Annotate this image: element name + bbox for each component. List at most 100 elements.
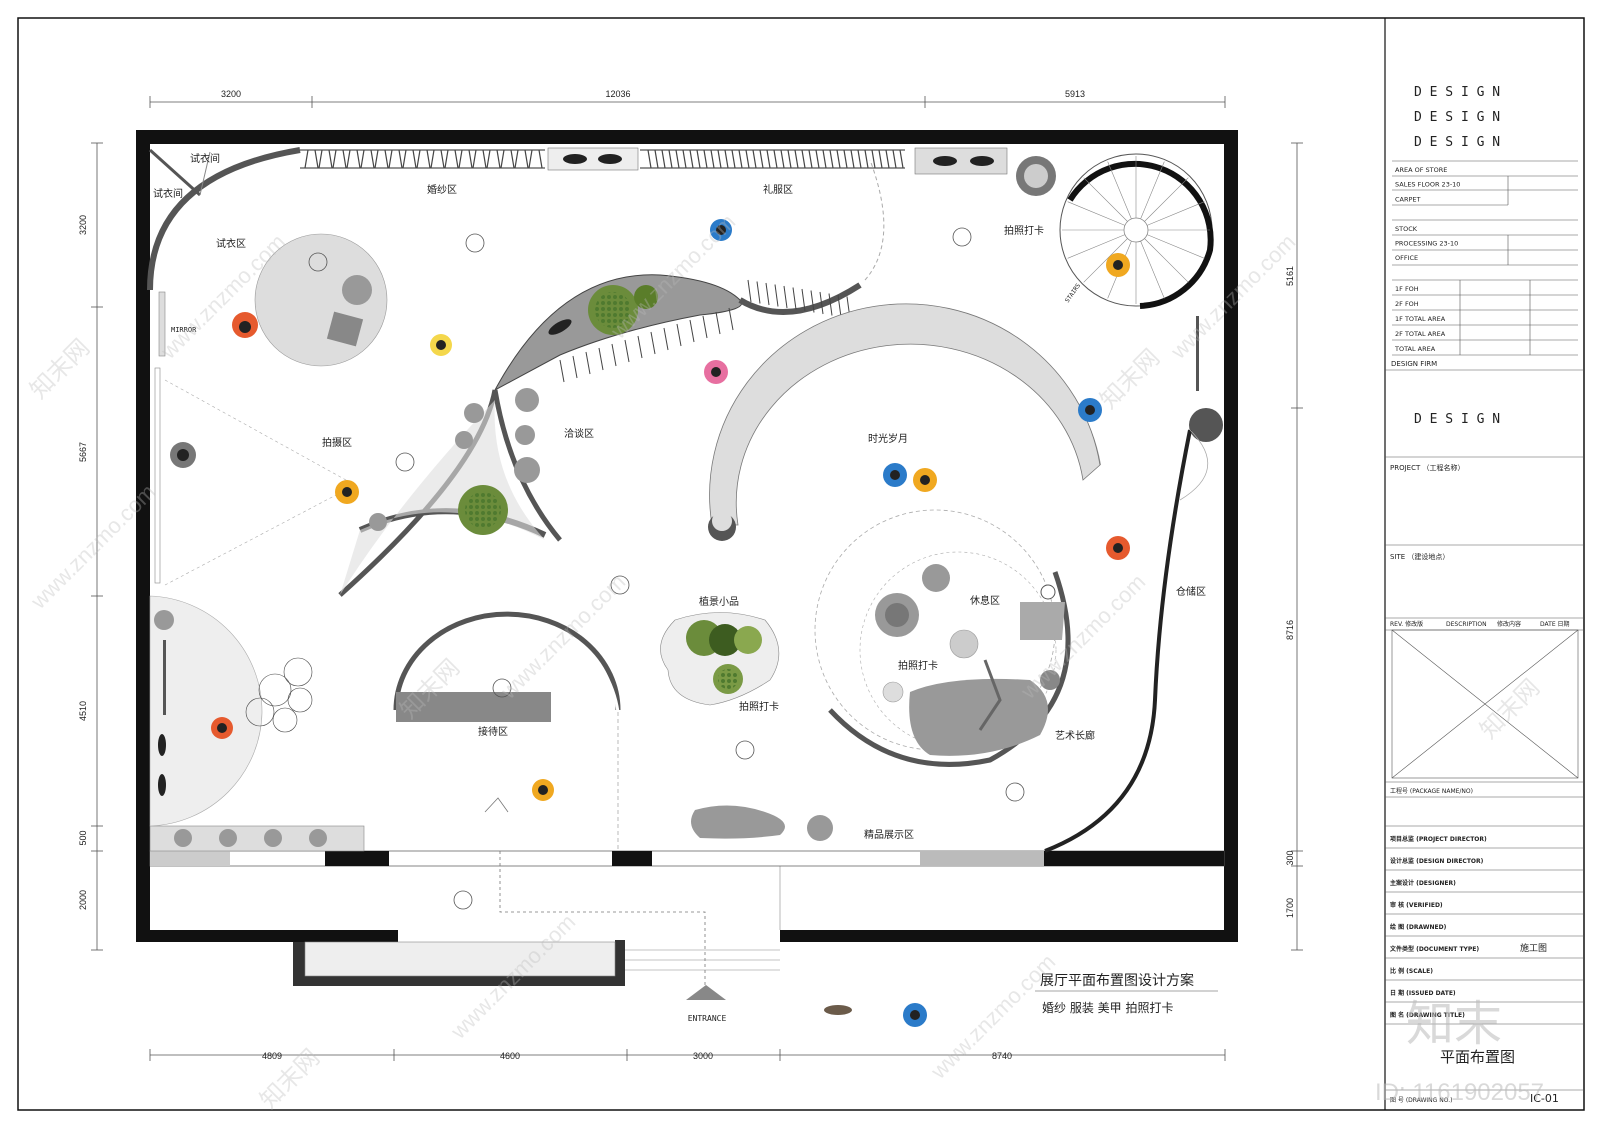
sheet-frame — [17, 17, 1585, 1111]
person-icon — [1078, 398, 1102, 422]
person-icon — [883, 463, 907, 487]
dim-left-1: 3200 — [78, 215, 88, 235]
zone-photo-top: 拍照打卡 — [1004, 224, 1044, 237]
people-figures — [170, 219, 1130, 1027]
person-icon — [1106, 253, 1130, 277]
dim-left-4: 500 — [78, 830, 88, 845]
zone-fitting-room-2: 试衣间 — [153, 187, 183, 200]
dog-icon — [824, 1005, 852, 1015]
drawing-title-block: 展厅平面布置图设计方案 婚纱 服装 美甲 拍照打卡 — [1035, 972, 1218, 1015]
dim-left-2: 5667 — [78, 442, 88, 462]
hangers-top-right — [647, 149, 904, 169]
watermark-logo: 知末 — [1406, 998, 1502, 1051]
zone-fitting: 试衣区 — [216, 237, 246, 250]
rev-header-2: DESCRIPTION — [1446, 621, 1487, 628]
rest-area — [814, 509, 1071, 767]
mirror — [158, 291, 166, 357]
watermark-site: www.znzmo.com — [925, 949, 1060, 1084]
drawing-title: 展厅平面布置图设计方案 — [1040, 972, 1194, 989]
time-arc-display — [708, 303, 1101, 541]
title-block-row-label: 项目总监 (PROJECT DIRECTOR) — [1390, 835, 1487, 843]
storage-partition — [1044, 316, 1223, 853]
rev-header-3: 修改内容 — [1497, 620, 1521, 628]
rev-header-1: REV. 修改版 — [1390, 620, 1423, 628]
dim-right-2: 8716 — [1285, 620, 1295, 640]
zone-time: 时光岁月 — [868, 432, 908, 445]
design-logo: D E S I G N — [1414, 412, 1500, 427]
area-row-label: STOCK — [1395, 225, 1418, 233]
area-row-label: OFFICE — [1395, 254, 1418, 262]
dim-top-1: 3200 — [221, 89, 241, 99]
dim-top-3: 5913 — [1065, 89, 1085, 99]
dimension-lines — [91, 96, 1303, 1061]
watermark-id: ID: 1161902057 — [1375, 1079, 1544, 1106]
design-line-2: D E S I G N — [1414, 110, 1500, 125]
title-block-row-value: 施工图 — [1520, 942, 1547, 954]
spiral-staircase — [1016, 153, 1214, 309]
reception-desk — [393, 611, 706, 1000]
site-label: SITE （建设地点） — [1390, 552, 1449, 561]
dim-right-3: 300 — [1285, 850, 1295, 865]
zone-landscape: 植景小品 — [699, 595, 739, 608]
zone-dress: 礼服区 — [763, 183, 793, 196]
package-label: 工程号 (PACKAGE NAME/NO) — [1390, 787, 1473, 795]
zone-shooting: 拍摄区 — [322, 436, 352, 449]
dim-left-3: 4510 — [78, 701, 88, 721]
zone-boutique: 精品展示区 — [864, 828, 914, 841]
total-row-label: 2F TOTAL AREA — [1395, 330, 1446, 338]
dim-left-5: 2000 — [78, 890, 88, 910]
area-row-label: SALES FLOOR 23-10 — [1395, 181, 1460, 189]
entrance-label: ENTRANCE — [688, 1014, 727, 1023]
person-icon — [532, 779, 554, 801]
fitting-rooms — [147, 147, 388, 584]
dim-bottom-4: 8740 — [992, 1051, 1012, 1061]
zone-photo-mid: 拍照打卡 — [739, 700, 779, 713]
mirror-label: MIRROR — [171, 326, 197, 334]
zone-rest: 休息区 — [970, 594, 1000, 607]
person-outline-icon — [308, 227, 1025, 910]
zone-reception: 接待区 — [478, 725, 508, 738]
zone-wedding: 婚纱区 — [427, 183, 457, 196]
person-icon — [232, 312, 258, 338]
landscape-feature — [660, 612, 833, 841]
dim-right-1: 5161 — [1285, 266, 1295, 286]
zone-negotiation: 洽谈区 — [564, 427, 594, 440]
dim-right-4: 1700 — [1285, 898, 1295, 918]
person-icon — [903, 1003, 927, 1027]
zone-fitting-room-1: 试衣间 — [190, 152, 220, 165]
design-line-3: D E S I G N — [1414, 135, 1500, 150]
total-row-label: 1F FOH — [1395, 285, 1419, 293]
design-firm-label: DESIGN FIRM — [1391, 360, 1437, 368]
title-block-row-label: 比 例 (SCALE) — [1390, 967, 1433, 975]
drawing-no: IC-01 — [1530, 1092, 1559, 1105]
dim-bottom-2: 4600 — [500, 1051, 520, 1061]
dim-bottom-3: 3000 — [693, 1051, 713, 1061]
person-icon — [710, 219, 732, 241]
title-block-row-label: 绘 图 (DRAWNED) — [1390, 923, 1447, 931]
person-icon — [211, 717, 233, 739]
dim-top-2: 12036 — [605, 89, 630, 99]
person-icon — [170, 442, 196, 468]
zone-photo-rest: 拍照打卡 — [898, 659, 938, 672]
hangers-curved — [559, 279, 851, 383]
dimension-labels: 3200 12036 5913 4809 4600 3000 8740 3200… — [78, 89, 1295, 1061]
hangers-top-left — [304, 149, 543, 169]
title-block-row-label: 日 期 (ISSUED DATE) — [1390, 989, 1456, 997]
person-icon — [430, 334, 452, 356]
area-row-label: CARPET — [1395, 195, 1421, 203]
exterior-walls — [136, 130, 1238, 986]
title-block-row-label: 设计总监 (DESIGN DIRECTOR) — [1390, 857, 1484, 865]
design-line-1: D E S I G N — [1414, 85, 1500, 100]
zone-gallery: 艺术长廊 — [1055, 729, 1095, 742]
watermark-brand: 知末网 — [25, 334, 95, 404]
storefront-line — [149, 825, 1225, 867]
person-icon — [1106, 536, 1130, 560]
project-label: PROJECT （工程名称） — [1390, 463, 1464, 472]
dim-bottom-1: 4809 — [262, 1051, 282, 1061]
total-row-label: TOTAL AREA — [1394, 345, 1436, 353]
title-block-row-label: 图 名 (DRAWING TITLE) — [1390, 1011, 1465, 1019]
area-row-label: AREA OF STORE — [1395, 166, 1447, 174]
display-shelf-top — [547, 147, 1008, 175]
watermark-brand: 知末网 — [1475, 674, 1545, 744]
